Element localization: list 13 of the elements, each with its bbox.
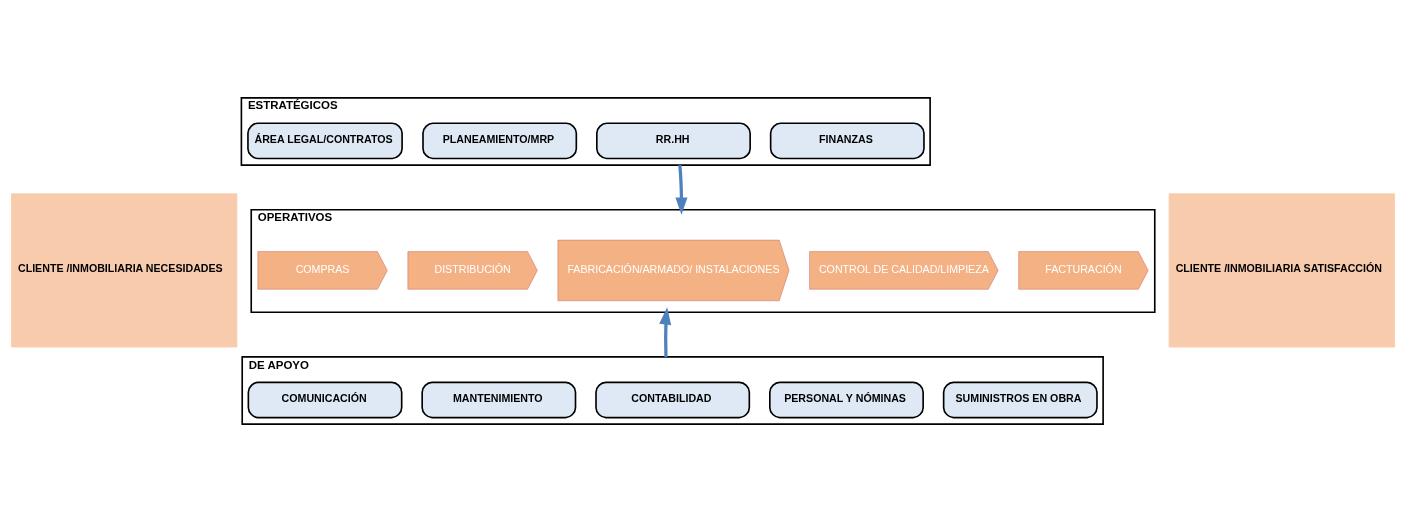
node-box: CLIENTE /INMOBILIARIA NECESIDADES	[11, 192, 238, 347]
arrow	[675, 164, 688, 215]
node-box: ÁREA LEGAL/CONTRATOS	[247, 121, 403, 159]
node-box: COMUNICACIÓN	[247, 381, 403, 418]
arrow	[659, 306, 672, 357]
node-box: CLIENTE /INMOBILIARIA SATISFACCIÓN	[1168, 192, 1395, 347]
node-box: RR.HH	[596, 121, 751, 159]
node-box: MANTENIMIENTO	[421, 381, 577, 418]
node-box: SUMINISTROS EN OBRA	[942, 381, 1098, 418]
node-box: CONTABILIDAD	[595, 381, 751, 418]
node-box: PLANEAMIENTO/MRP	[422, 121, 578, 159]
node-box: PERSONAL Y NÓMINAS	[769, 381, 924, 418]
node-box: FINANZAS	[769, 121, 925, 159]
